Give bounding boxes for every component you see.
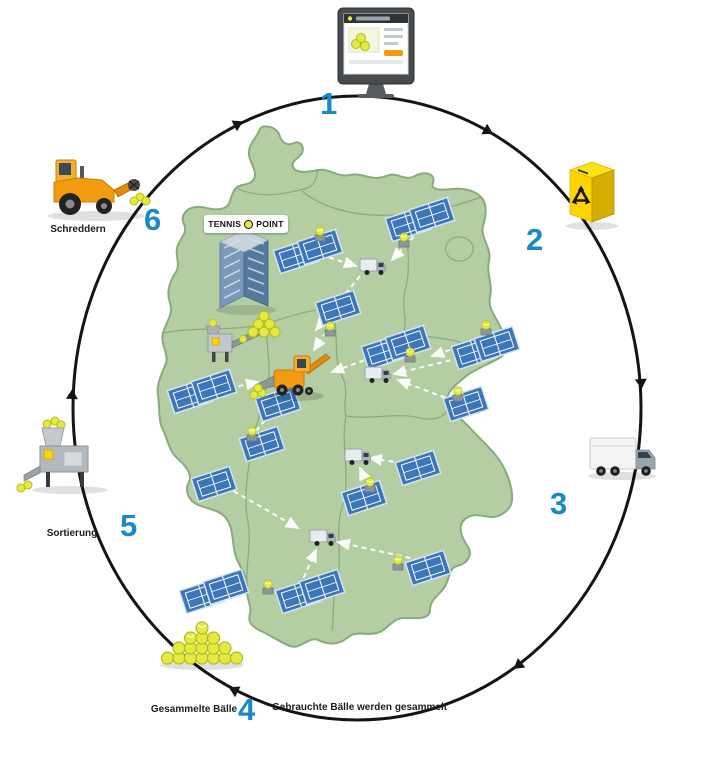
ball-cart-icon <box>364 477 376 493</box>
tennis-point-building <box>216 229 276 315</box>
step-6-number: 6 <box>144 202 162 237</box>
step-2-number: 2 <box>526 222 544 257</box>
step-6-caption: Schreddern <box>50 224 106 235</box>
logo-text-left: TENNIS <box>208 219 242 229</box>
tennis-court-icon <box>202 568 250 606</box>
ball-cart-icon <box>398 232 410 248</box>
collected-ball-pile-icon <box>160 621 244 670</box>
ball-cart-icon <box>392 555 404 571</box>
ball-cart-icon <box>246 426 258 442</box>
recycle-symbol-icon <box>571 185 591 205</box>
step-1-number: 1 <box>320 86 338 121</box>
building-windows <box>223 237 265 299</box>
transport-truck-icon <box>588 437 656 480</box>
cycle-circle <box>65 94 647 722</box>
ball-cart-icon <box>262 579 274 595</box>
sorting-machine-icon <box>16 416 108 494</box>
ball-cart-icon <box>404 347 416 363</box>
step-5-number: 5 <box>120 508 138 543</box>
tennis-ball-icon <box>244 219 254 229</box>
ball-cart-icon <box>452 386 464 402</box>
ball-cart-icon <box>480 320 492 336</box>
step-5-caption: Sortierung <box>46 528 98 539</box>
ball-pile-caption: Gesammelte Bälle <box>150 704 238 715</box>
recycling-collection-box-icon <box>566 161 618 230</box>
step-4-number: 4 <box>238 692 256 727</box>
logo-text-right: POINT <box>256 219 284 229</box>
tennis-point-sign: TENNIS POINT <box>204 215 288 233</box>
hq-ball-pile <box>247 310 281 338</box>
cycle-arrowheads <box>65 120 647 698</box>
step-3-number: 3 <box>550 486 568 521</box>
ball-cart-icon <box>324 321 336 337</box>
ball-harvester-icon <box>249 353 331 401</box>
ball-cart-icon <box>314 226 326 242</box>
online-shop-monitor-icon <box>337 7 415 98</box>
step-4-caption: Gebrauchte Bälle werden gesammelt <box>272 702 448 713</box>
shredder-machine-icon <box>48 159 151 221</box>
